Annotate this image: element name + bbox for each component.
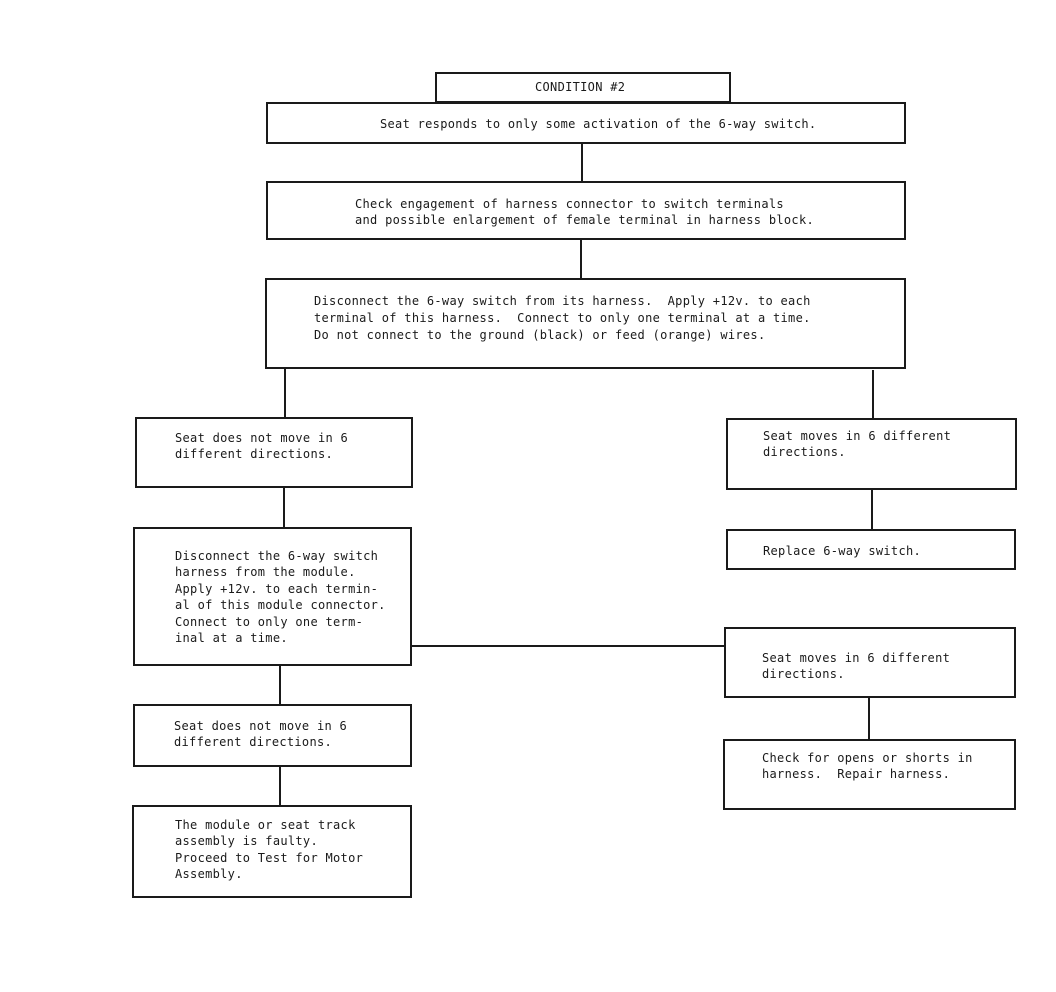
moves-1-line: directions.: [763, 445, 846, 459]
check-opens-line: harness. Repair harness.: [762, 767, 951, 781]
disconnect-module-line: Apply +12v. to each termin-: [175, 582, 379, 596]
module-faulty-line: The module or seat track: [175, 818, 356, 832]
moves-2-line: directions.: [762, 667, 845, 681]
replace-switch-box: Replace 6-way switch.: [726, 529, 1016, 570]
connector-line: [872, 370, 874, 418]
replace-switch-text: Replace 6-way switch.: [763, 544, 922, 558]
disconnect-switch-line: Disconnect the 6-way switch from its har…: [314, 294, 811, 308]
moves-2-box: Seat moves in 6 different directions.: [724, 627, 1016, 698]
no-move-2-line: different directions.: [174, 735, 333, 749]
moves-2-line: Seat moves in 6 different: [762, 651, 951, 665]
disconnect-switch-line: Do not connect to the ground (black) or …: [314, 328, 766, 342]
symptom-text: Seat responds to only some activation of…: [380, 117, 817, 131]
check-engagement-line: Check engagement of harness connector to…: [355, 197, 784, 211]
connector-line: [581, 143, 583, 181]
check-engagement-line: and possible enlargement of female termi…: [355, 213, 815, 227]
connector-line: [410, 645, 725, 647]
disconnect-module-box: Disconnect the 6-way switch harness from…: [133, 527, 412, 666]
check-engagement-box: Check engagement of harness connector to…: [266, 181, 906, 240]
condition-label-box: CONDITION #2: [435, 72, 731, 103]
connector-line: [284, 368, 286, 418]
module-faulty-box: The module or seat track assembly is fau…: [132, 805, 412, 898]
connector-line: [871, 489, 873, 530]
disconnect-module-line: inal at a time.: [175, 631, 288, 645]
disconnect-module-line: Connect to only one term-: [175, 615, 364, 629]
symptom-box: Seat responds to only some activation of…: [266, 102, 906, 144]
check-opens-box: Check for opens or shorts in harness. Re…: [723, 739, 1016, 810]
module-faulty-line: assembly is faulty.: [175, 834, 318, 848]
no-move-2-line: Seat does not move in 6: [174, 719, 348, 733]
connector-line: [279, 766, 281, 806]
no-move-1-box: Seat does not move in 6 different direct…: [135, 417, 413, 488]
connector-line: [580, 240, 582, 278]
disconnect-switch-line: terminal of this harness. Connect to onl…: [314, 311, 811, 325]
disconnect-module-line: harness from the module.: [175, 565, 356, 579]
disconnect-module-line: Disconnect the 6-way switch: [175, 549, 379, 563]
no-move-1-line: Seat does not move in 6: [175, 431, 349, 445]
no-move-2-box: Seat does not move in 6 different direct…: [133, 704, 412, 767]
moves-1-box: Seat moves in 6 different directions.: [726, 418, 1017, 490]
moves-1-line: Seat moves in 6 different: [763, 429, 952, 443]
connector-line: [868, 697, 870, 740]
connector-line: [283, 487, 285, 528]
connector-line: [279, 665, 281, 705]
disconnect-switch-box: Disconnect the 6-way switch from its har…: [265, 278, 906, 369]
module-faulty-line: Proceed to Test for Motor: [175, 851, 364, 865]
no-move-1-line: different directions.: [175, 447, 334, 461]
check-opens-line: Check for opens or shorts in: [762, 751, 973, 765]
disconnect-module-line: al of this module connector.: [175, 598, 386, 612]
module-faulty-line: Assembly.: [175, 867, 243, 881]
condition-label: CONDITION #2: [535, 80, 626, 94]
